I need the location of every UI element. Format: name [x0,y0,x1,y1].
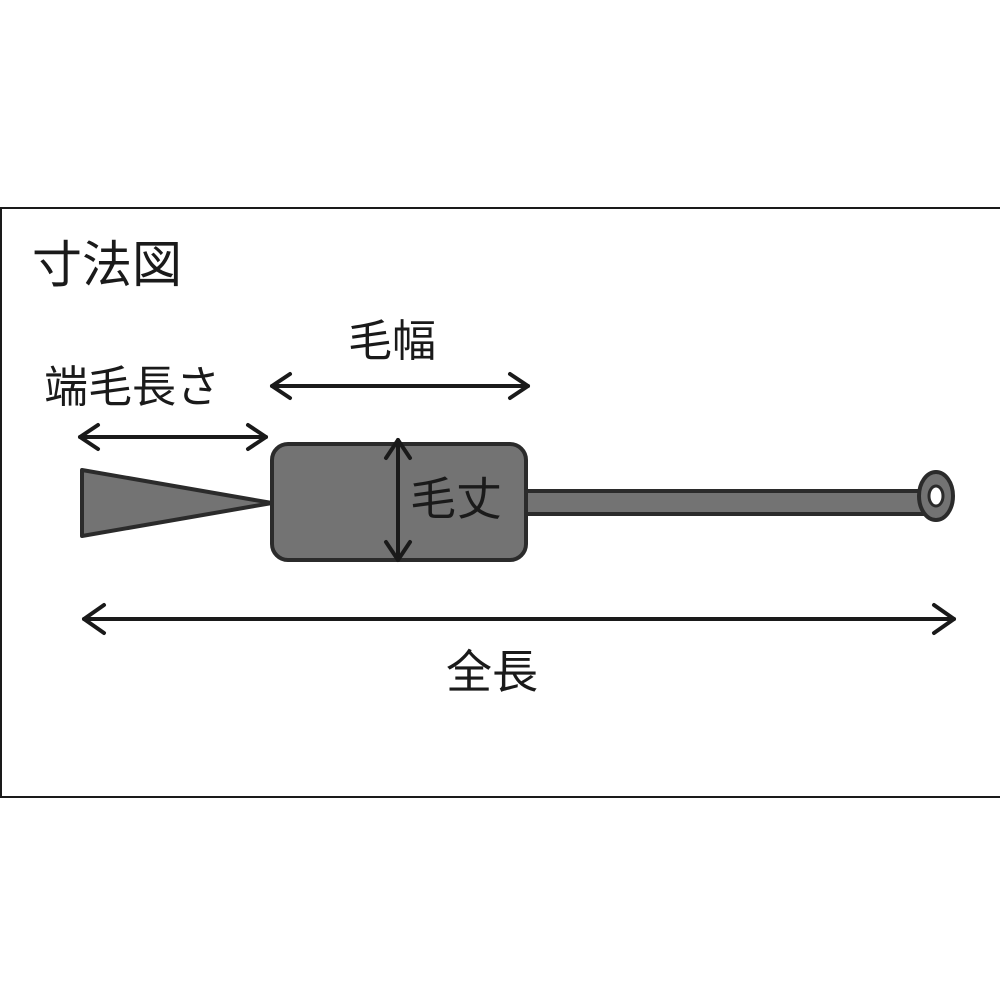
tip-length-label: 端毛長さ [44,362,220,413]
total-length-arrow [82,603,956,635]
brush-handle [522,489,926,516]
bristle-width-arrow [270,372,530,400]
bristle-width-label: 毛幅 [348,316,436,367]
bristle-height-arrow [384,438,412,562]
brush-tip [80,468,274,538]
total-length-label: 全長 [446,645,538,699]
diagram-title: 寸法図 [32,236,182,294]
brush-ring-hole [927,484,945,508]
bristle-height-label: 毛丈 [410,472,502,526]
tip-length-arrow [78,423,268,451]
